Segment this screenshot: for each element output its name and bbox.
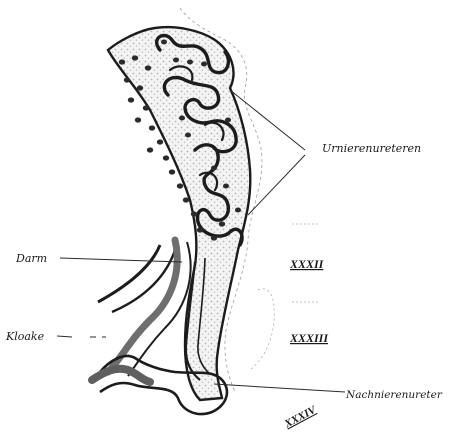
section-mark-xxxiii: XXXIII	[289, 331, 329, 345]
leader-urnierenureteren-bottom	[248, 155, 305, 215]
label-kloake: Kloake	[5, 330, 45, 343]
label-darm: Darm	[15, 252, 47, 265]
label-nachnierenureter: Nachnierenureter	[345, 389, 443, 401]
leader-kloake	[57, 336, 106, 337]
leader-darm	[60, 258, 182, 262]
label-urnierenureteren: Urnierenureteren	[322, 142, 421, 155]
kloake-epithelium	[92, 369, 150, 382]
inner-contour	[250, 289, 274, 370]
darm-outer-wall	[98, 245, 160, 302]
section-mark-xxxiv: XXXIV	[282, 403, 320, 431]
section-mark-xxxii: XXXII	[289, 257, 325, 271]
